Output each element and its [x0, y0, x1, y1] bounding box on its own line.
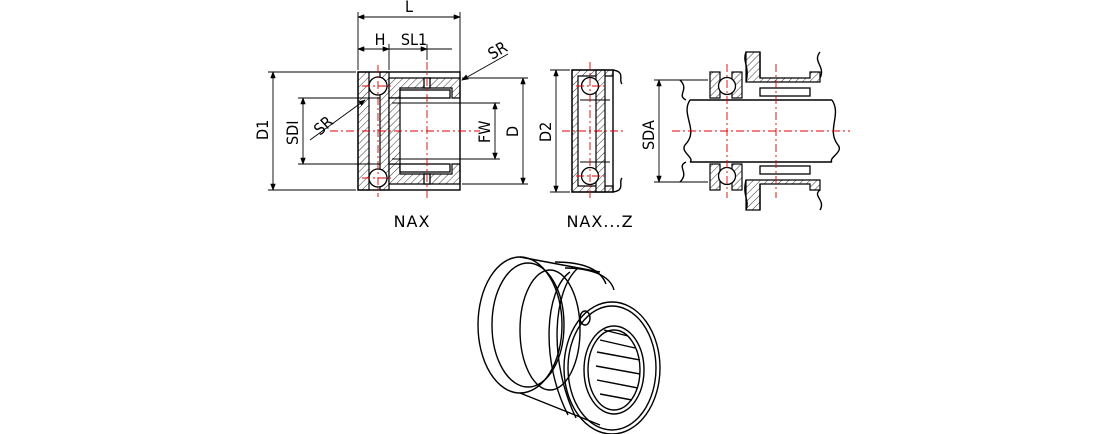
isometric-bearing-view — [477, 256, 661, 434]
dim-sdi-label: SDI — [283, 121, 302, 145]
needle-rollers — [595, 329, 641, 401]
dim-h-label: H — [375, 30, 386, 49]
dim-sr-left-label: SR — [310, 112, 337, 139]
dim-l-label: L — [405, 0, 413, 16]
nax-section-view — [330, 62, 480, 200]
dim-sr-top-label: SR — [485, 37, 511, 63]
caption-nax-z: NAX...Z — [566, 212, 633, 231]
dim-d1-label: D1 — [253, 120, 272, 140]
nax-z-section-view: D2 — [536, 62, 626, 200]
dim-sda-label: SDA — [639, 120, 658, 150]
dim-d-label: D — [503, 126, 522, 137]
dim-sl1-label: SL1 — [401, 30, 427, 49]
dim-d2-label: D2 — [536, 122, 555, 142]
mounted-assembly-view: SDA — [639, 51, 850, 211]
dim-fw-label: FW — [475, 120, 494, 143]
caption-nax: NAX — [394, 212, 431, 231]
